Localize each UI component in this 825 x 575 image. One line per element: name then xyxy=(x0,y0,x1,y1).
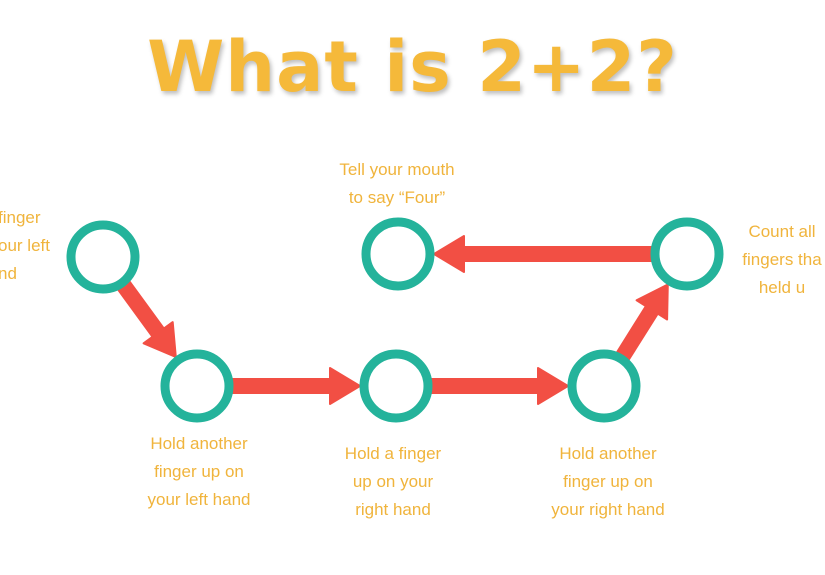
arrow-5-to-6 xyxy=(433,235,654,273)
step-3-label: Hold a finger up on your right hand xyxy=(344,444,442,519)
step-5-node xyxy=(650,217,724,291)
step-1-node xyxy=(66,220,140,294)
arrow-3-to-4 xyxy=(429,367,569,405)
step-6-node xyxy=(361,217,435,291)
arrow-2-to-3 xyxy=(230,367,361,405)
step-5-label: Count all fingers tha held u xyxy=(742,222,822,297)
step-3-node xyxy=(359,349,433,423)
step-2-label: Hold another finger up on your left hand xyxy=(147,434,251,509)
step-4-label: Hold another finger up on your right han… xyxy=(551,444,665,519)
step-1-label: finger our left nd xyxy=(0,208,50,283)
arrow-group xyxy=(116,235,669,405)
step-2-node xyxy=(160,349,234,423)
step-4-node xyxy=(567,349,641,423)
page-title: What is 2+2? xyxy=(147,26,678,108)
step-6-label: Tell your mouth to say “Four” xyxy=(339,160,455,207)
arrow-4-to-5 xyxy=(615,283,669,362)
arrow-1-to-2 xyxy=(116,279,177,358)
node-group xyxy=(66,217,724,423)
